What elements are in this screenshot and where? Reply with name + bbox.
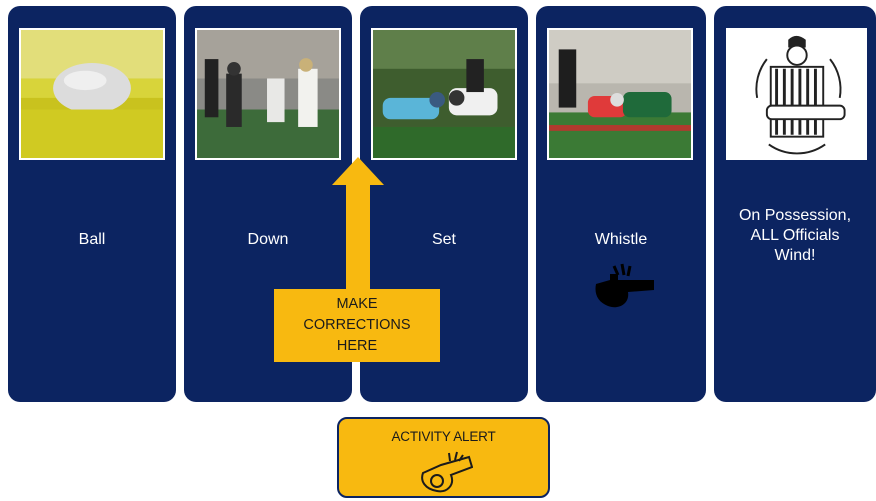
label-line: On Possession, — [738, 207, 852, 224]
label-line: ALL Officials — [750, 227, 840, 244]
card-label: Set — [431, 231, 456, 248]
callout-line: HERE — [336, 338, 378, 354]
card-ball: Ball — [8, 6, 176, 402]
faceoff-down-photo — [195, 28, 341, 160]
activity-alert-title: ACTIVITY ALERT — [391, 429, 496, 444]
whistle-outline-icon — [421, 451, 473, 493]
card-label: On Possession, ALL Officials Wind! — [714, 206, 876, 266]
make-corrections-callout[interactable]: MAKE CORRECTIONS HERE — [274, 289, 440, 362]
card-label: Whistle — [594, 231, 648, 248]
label-line: Wind! — [774, 247, 816, 264]
faceoff-set-photo — [371, 28, 517, 160]
faceoff-whistle-photo — [547, 28, 693, 160]
callout-line: CORRECTIONS — [303, 317, 411, 333]
card-on-possession: On Possession, ALL Officials Wind! — [714, 6, 876, 402]
activity-alert-box: ACTIVITY ALERT — [337, 417, 550, 498]
lacrosse-ball-photo — [19, 28, 165, 160]
referee-wind-signal-photo — [726, 28, 867, 160]
up-arrow-icon — [332, 157, 384, 293]
callout-line: MAKE — [336, 296, 378, 312]
whistle-icon — [595, 263, 654, 308]
card-label: Down — [247, 231, 289, 248]
card-whistle: Whistle — [536, 6, 706, 402]
card-label: Ball — [78, 231, 106, 248]
